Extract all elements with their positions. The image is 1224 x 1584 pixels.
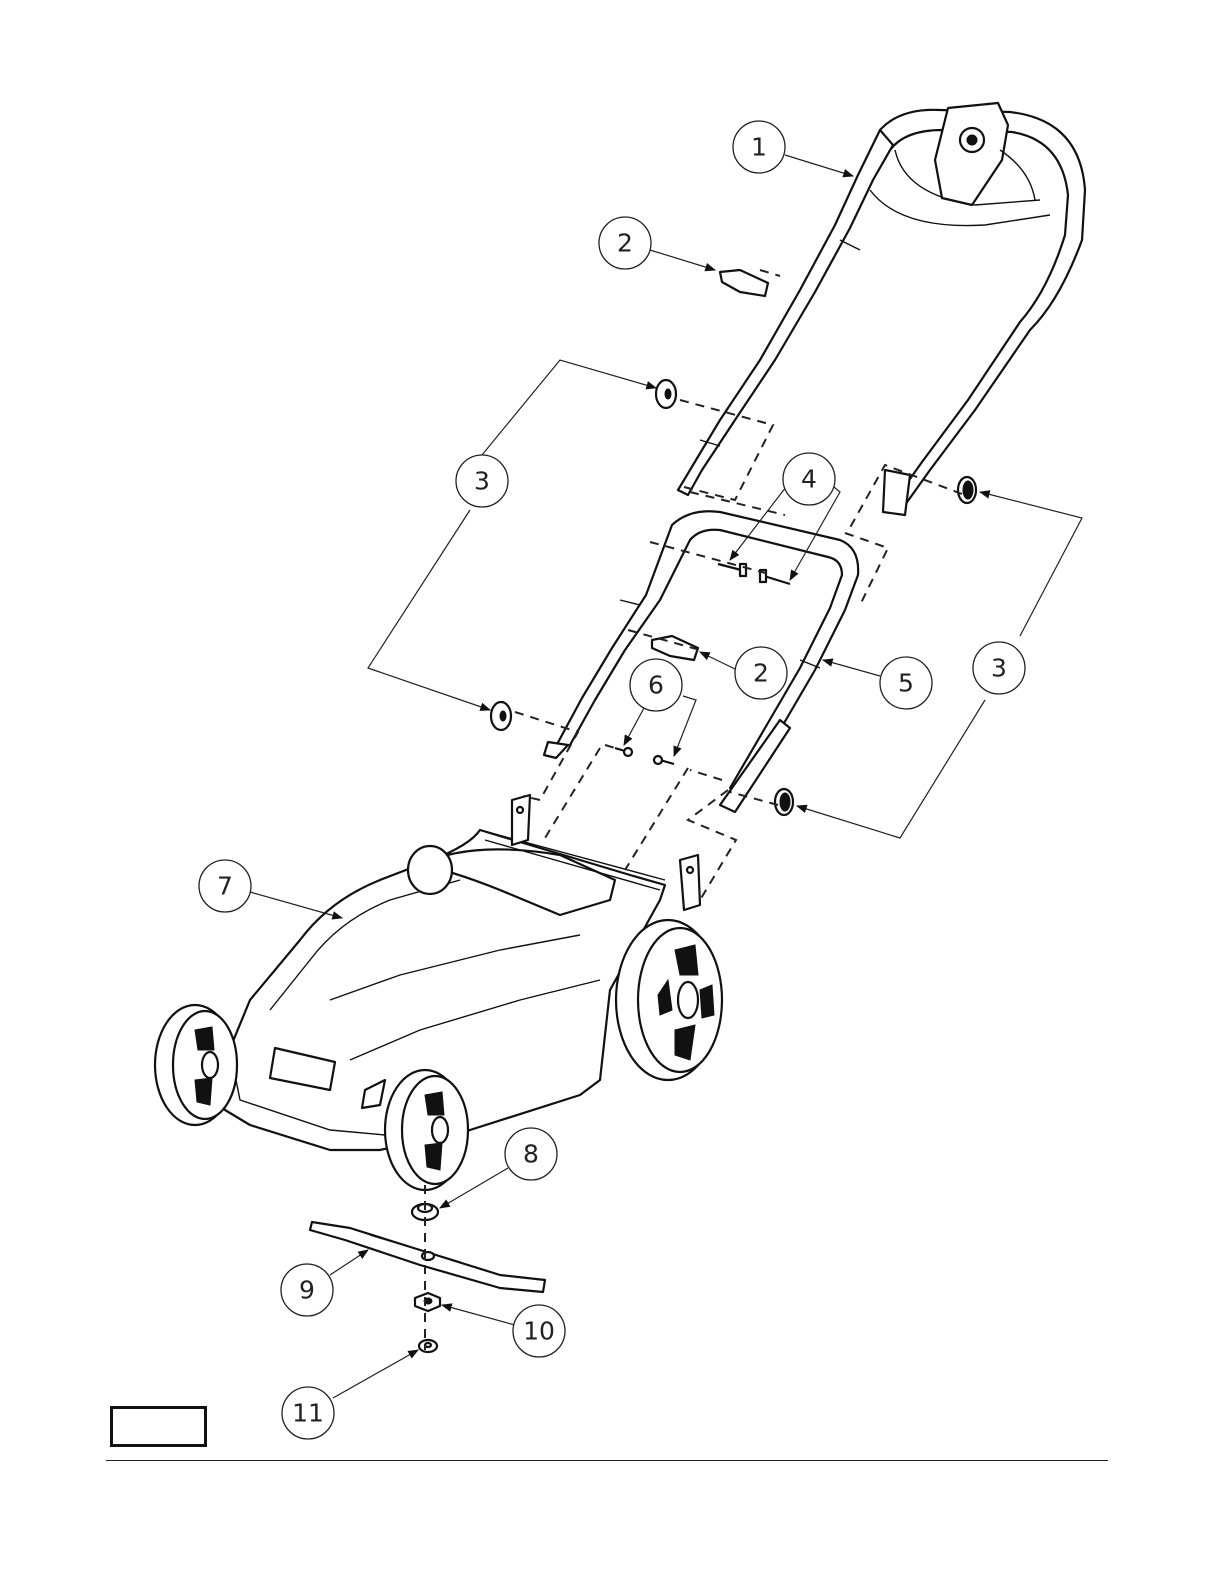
callout-7: 7 bbox=[199, 860, 251, 912]
cable-clip-upper bbox=[720, 270, 768, 296]
callout-1: 1 bbox=[733, 121, 785, 173]
handle-knob-upper-left bbox=[656, 380, 676, 408]
callout-4: 4 bbox=[783, 453, 835, 505]
callout-1-label: 1 bbox=[751, 133, 767, 162]
assembly-lines bbox=[425, 270, 962, 1350]
callout-8-label: 8 bbox=[523, 1140, 539, 1169]
callout-3-right: 3 bbox=[973, 642, 1025, 694]
callout-6: 6 bbox=[630, 659, 682, 711]
mower-blade bbox=[310, 1222, 545, 1292]
callout-9: 9 bbox=[281, 1264, 333, 1316]
wheel-front-left bbox=[155, 1005, 237, 1125]
wheel-rear-right bbox=[616, 920, 722, 1080]
callout-3-right-label: 3 bbox=[991, 654, 1007, 683]
callout-3-left-label: 3 bbox=[474, 467, 490, 496]
handle-knob-upper-right bbox=[958, 477, 976, 503]
callout-2-lower: 2 bbox=[735, 647, 787, 699]
callout-11-label: 11 bbox=[292, 1399, 324, 1428]
empty-label-box bbox=[110, 1406, 207, 1447]
callout-9-label: 9 bbox=[299, 1276, 315, 1305]
callout-7-label: 7 bbox=[217, 872, 233, 901]
callout-10-label: 10 bbox=[523, 1317, 555, 1346]
callout-11: 11 bbox=[282, 1387, 334, 1439]
callout-2-lower-label: 2 bbox=[753, 659, 769, 688]
callout-6-label: 6 bbox=[648, 671, 664, 700]
page-footer-rule bbox=[106, 1460, 1108, 1461]
blade-nut bbox=[415, 1293, 440, 1311]
callout-4-label: 4 bbox=[801, 465, 817, 494]
callout-8: 8 bbox=[505, 1128, 557, 1180]
bolt-pair-4 bbox=[718, 564, 790, 584]
handle-knob-lower-right bbox=[775, 789, 793, 815]
callout-10: 10 bbox=[513, 1305, 565, 1357]
callout-5: 5 bbox=[880, 657, 932, 709]
wheel-front-right bbox=[385, 1070, 468, 1190]
callout-2-upper-label: 2 bbox=[617, 229, 633, 258]
bolt-pair-6 bbox=[615, 748, 674, 764]
blade-washer bbox=[419, 1340, 437, 1352]
leader-lines bbox=[250, 155, 1082, 1398]
callout-2-upper: 2 bbox=[599, 217, 651, 269]
callout-5-label: 5 bbox=[898, 669, 914, 698]
wheel-rear-left bbox=[408, 846, 452, 894]
upper-handle bbox=[678, 103, 1085, 515]
callout-3-left: 3 bbox=[456, 455, 508, 507]
handle-knob-lower-left bbox=[491, 702, 511, 730]
